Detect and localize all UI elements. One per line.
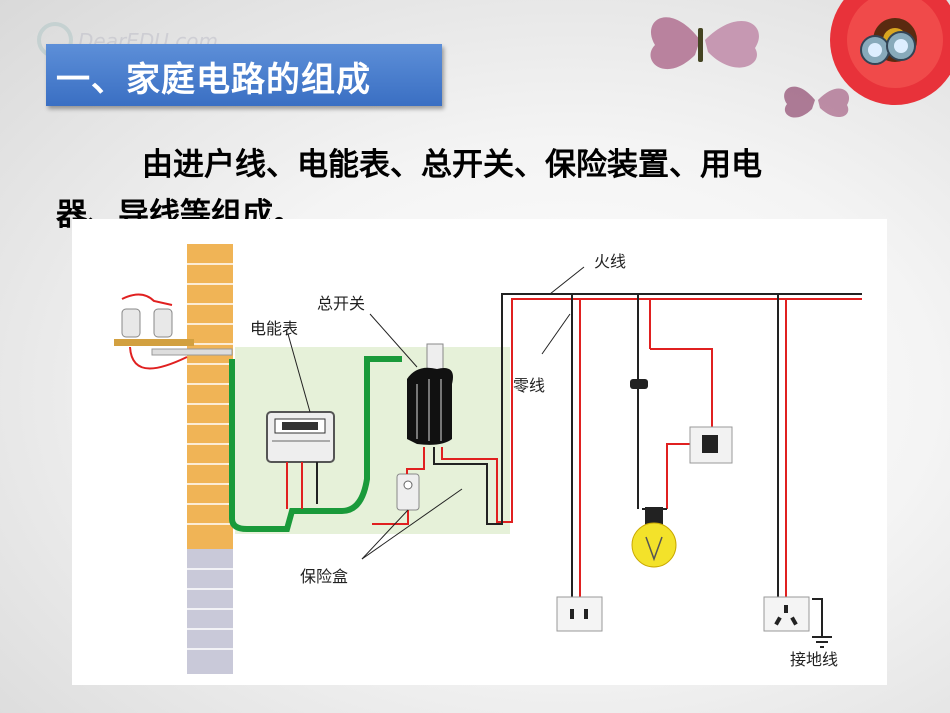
household-circuit-diagram: 火线 总开关 电能表 零线 保险盒 接地线 [72, 219, 887, 685]
light-bulb-icon [630, 379, 677, 568]
service-wire [229, 356, 402, 532]
wall-switch [689, 426, 733, 464]
distribution-wires [372, 293, 862, 525]
label-main-switch: 总开关 [317, 294, 365, 313]
brick-wall [187, 244, 233, 674]
two-pin-outlet [556, 596, 603, 632]
butterfly-icon [650, 17, 759, 70]
branch-circuits [571, 294, 823, 637]
energy-meter [266, 411, 335, 509]
body-line-1: 由进户线、电能表、总开关、保险装置、用电 [142, 147, 762, 183]
label-meter: 电能表 [250, 319, 298, 338]
label-neutral-wire: 零线 [513, 376, 545, 395]
title-banner: 一、家庭电路的组成 [46, 44, 442, 106]
label-live-wire: 火线 [594, 252, 626, 271]
fuse-box [396, 473, 420, 511]
label-fuse-box: 保险盒 [300, 567, 348, 586]
annotation-leaders [287, 266, 585, 560]
main-switch [407, 343, 453, 445]
butterfly-small-icon [784, 86, 850, 118]
label-ground-wire: 接地线 [790, 650, 838, 669]
decoration-layer: DearEDU.com [37, 0, 950, 118]
three-pin-outlet [763, 596, 810, 632]
ground-symbol-icon [812, 636, 832, 648]
slide-title: 一、家庭电路的组成 [56, 60, 371, 100]
binoculars-icon [860, 31, 916, 65]
service-entrance-insulators [114, 293, 233, 370]
